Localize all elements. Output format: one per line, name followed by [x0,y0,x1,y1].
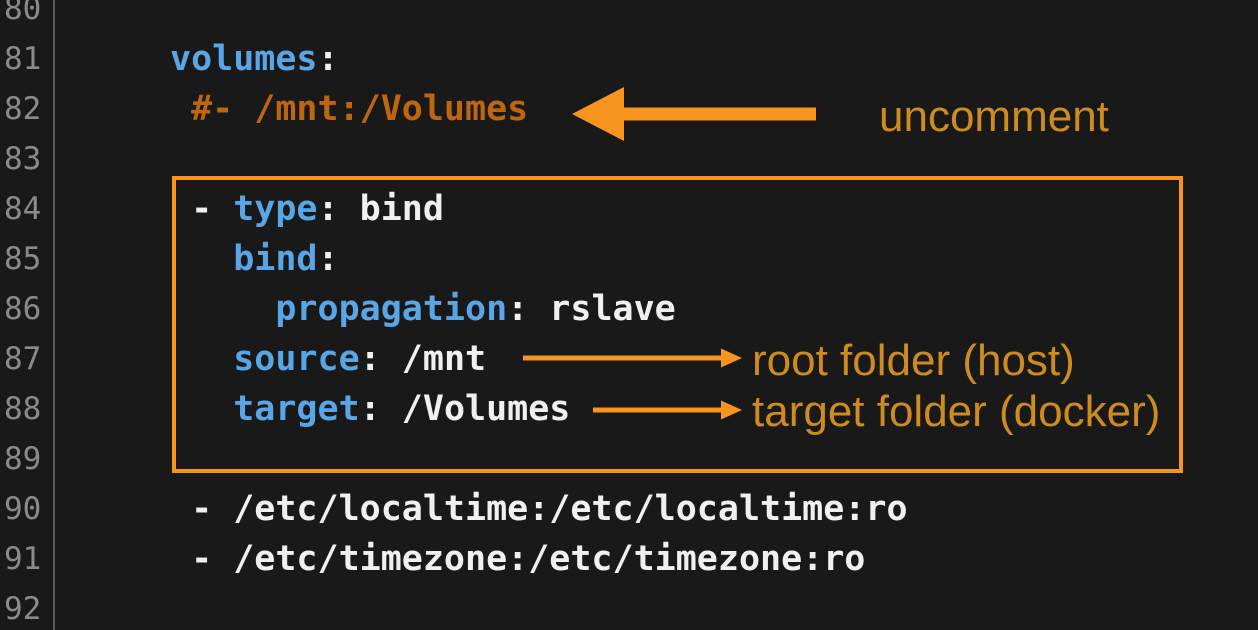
code-text: #- /mnt:/Volumes [170,89,529,129]
code-line[interactable]: 92 [0,584,1258,630]
line-number: 85 [4,241,42,277]
line-number: 82 [4,91,42,127]
code-line[interactable]: 83 [0,134,1258,184]
code-line[interactable]: 81 volumes: [0,34,1258,84]
line-number: 92 [4,591,42,627]
uncomment-label: uncomment [879,92,1109,141]
code-line[interactable]: 86 propagation: rslave [0,284,1258,334]
code-line[interactable]: 90 - /etc/localtime:/etc/localtime:ro [0,484,1258,534]
line-number: 81 [4,41,42,77]
code-text: - /etc/timezone:/etc/timezone:ro [170,539,866,579]
code-line[interactable]: 91 - /etc/timezone:/etc/timezone:ro [0,534,1258,584]
line-number: 91 [4,541,42,577]
code-line[interactable]: 80 [0,0,1258,34]
line-number: 80 [4,0,42,27]
line-number: 88 [4,391,42,427]
line-number: 87 [4,341,42,377]
code-line[interactable]: 88 target: /Volumes [0,384,1258,434]
code-text: bind: [233,239,339,279]
code-text: target: /Volumes [233,389,571,429]
code-text: - type: bind [170,189,444,229]
code-line[interactable]: 82 #- /mnt:/Volumes [0,84,1258,134]
line-number: 89 [4,441,42,477]
code-line[interactable]: 87 source: /mnt [0,334,1258,384]
line-number: 83 [4,141,42,177]
code-line[interactable]: 85 bind: [0,234,1258,284]
line-number: 90 [4,491,42,527]
source-annotation-label: root folder (host) [752,336,1075,385]
code-line[interactable]: 89 [0,434,1258,484]
gutter-divider [53,0,55,630]
target-annotation-label: target folder (docker) [752,387,1161,436]
code-text: propagation: rslave [275,289,676,329]
code-text: source: /mnt [233,339,487,379]
code-text: - /etc/localtime:/etc/localtime:ro [170,489,908,529]
line-number: 84 [4,191,42,227]
line-number: 86 [4,291,42,327]
code-text: volumes: [170,39,339,79]
code-line[interactable]: 84 - type: bind [0,184,1258,234]
highlight-box [172,176,1183,473]
